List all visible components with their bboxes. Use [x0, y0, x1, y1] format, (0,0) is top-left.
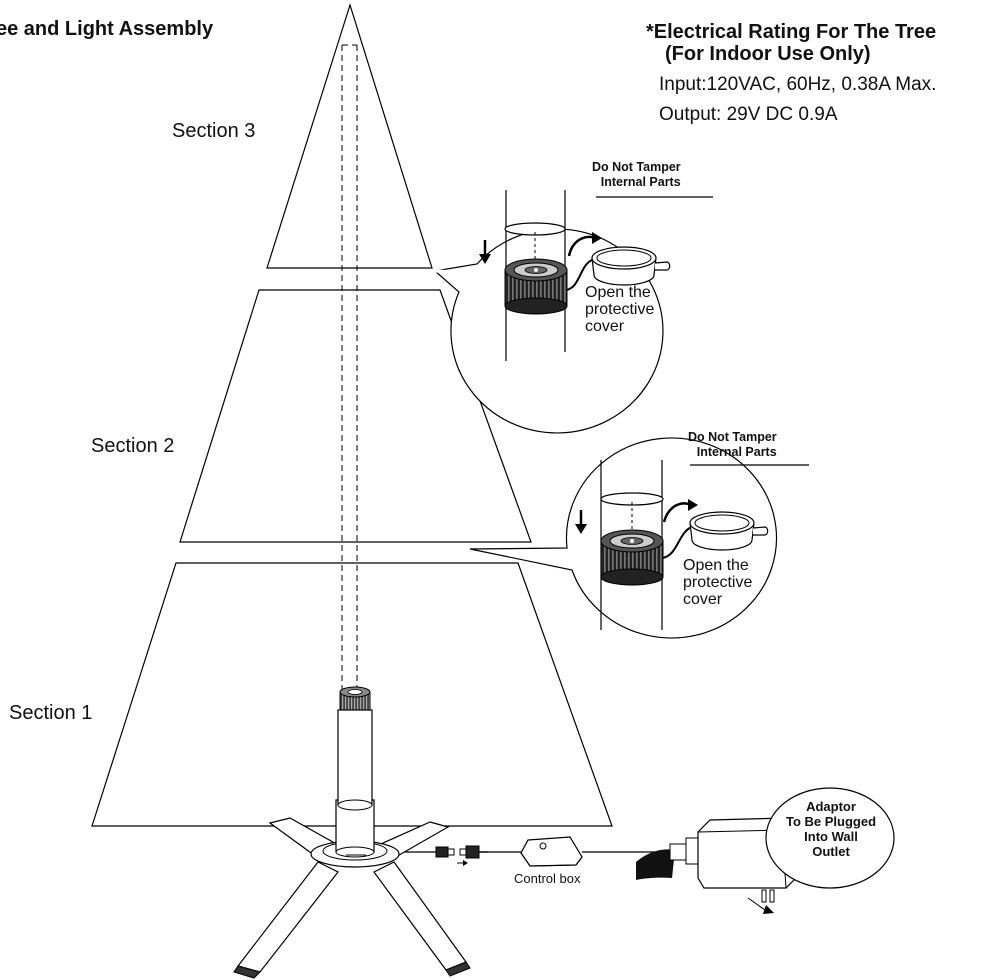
- control-box: [520, 836, 583, 867]
- section-3-label: Section 3: [172, 120, 256, 142]
- callout-1-warning: Do Not Tamper Internal Parts: [592, 160, 681, 190]
- tree-section-2: [179, 289, 532, 543]
- callout-2-open-line3: cover: [683, 591, 723, 608]
- adaptor-callout-ellipse: [765, 787, 895, 889]
- callout-1: [431, 190, 713, 434]
- section-1-label: Section 1: [9, 702, 93, 724]
- adaptor-line3: Into Wall: [804, 829, 858, 844]
- callout-2-open-line2: protective: [683, 574, 753, 591]
- callout-2-open-line1: Open the: [683, 557, 749, 574]
- rating-heading: *Electrical Rating For The Tree: [646, 21, 937, 43]
- callout-1-open-line3: cover: [585, 318, 625, 335]
- callout-2-instruction: Open the protective cover: [683, 557, 752, 608]
- callout-2: [469, 437, 809, 639]
- rating-indoor-note: (For Indoor Use Only): [665, 43, 871, 65]
- section-2-label: Section 2: [91, 435, 175, 457]
- rating-output: Output: 29V DC 0.9A: [659, 104, 838, 125]
- callout-1-open-line2: protective: [585, 301, 655, 318]
- center-pole: [341, 44, 358, 690]
- adaptor: [636, 817, 797, 914]
- callout-1-warning-line2: Internal Parts: [600, 175, 681, 189]
- callout-2-warning-line2: Internal Parts: [696, 445, 777, 459]
- callout-2-warning-line1: Do Not Tamper: [688, 430, 777, 444]
- callout-1-warning-line1: Do Not Tamper: [592, 160, 681, 174]
- adaptor-line2: To Be Plugged: [785, 814, 877, 829]
- rating-input: Input:120VAC, 60Hz, 0.38A Max.: [659, 74, 937, 95]
- adaptor-line1: Adaptor: [806, 799, 856, 814]
- callout-1-open-line1: Open the: [585, 284, 651, 301]
- callout-1-instruction: Open the protective cover: [585, 284, 654, 335]
- cord-connector: [435, 845, 488, 866]
- page-title: ee and Light Assembly: [0, 18, 214, 40]
- tree-stand: [233, 686, 471, 979]
- control-box-label: Control box: [514, 871, 581, 886]
- adaptor-line4: Outlet: [812, 844, 850, 859]
- callout-2-warning: Do Not Tamper Internal Parts: [688, 430, 777, 460]
- adaptor-label: Adaptor To Be Plugged Into Wall Outlet: [773, 799, 889, 859]
- tree-section-3: [266, 2, 433, 269]
